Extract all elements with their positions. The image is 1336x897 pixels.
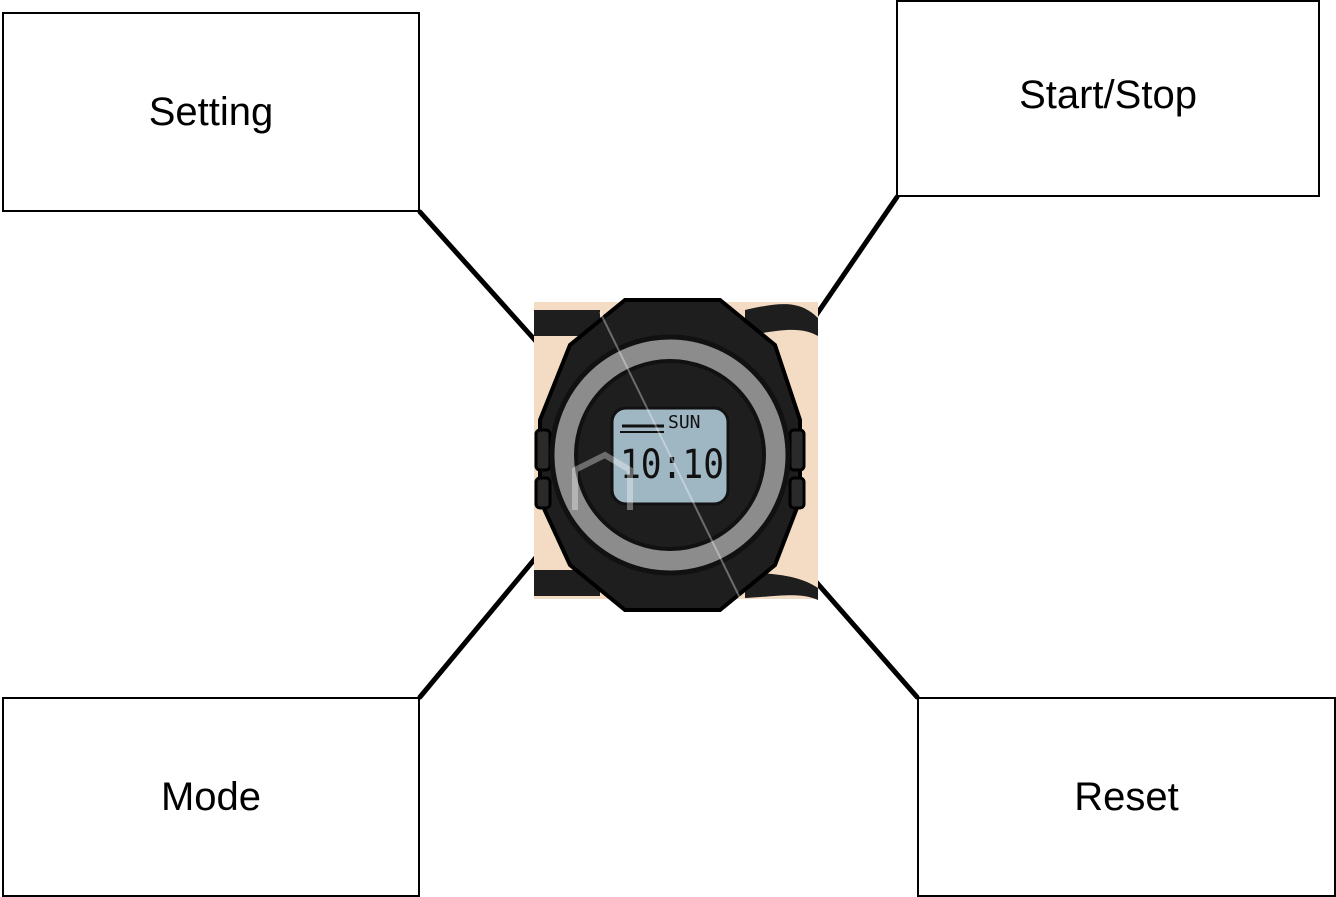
connector-mode: [420, 543, 548, 697]
watch-button-upper-right: [790, 430, 804, 470]
setting-label-box: Setting: [2, 12, 420, 212]
setting-label: Setting: [149, 90, 274, 135]
watch-button-lower-right: [790, 478, 804, 508]
watch-day: SUN: [668, 412, 701, 433]
watch-button-lower-left: [536, 478, 550, 508]
start-stop-label-box: Start/Stop: [896, 0, 1320, 197]
mode-label: Mode: [161, 775, 261, 820]
mode-label-box: Mode: [2, 697, 420, 897]
watch-illustration: SUN 10:10: [534, 300, 818, 610]
watch-time: 10:10: [620, 442, 724, 488]
start-stop-label: Start/Stop: [1019, 73, 1197, 118]
watch-button-upper-left: [536, 430, 550, 470]
reset-label-box: Reset: [917, 697, 1336, 897]
reset-label: Reset: [1074, 775, 1179, 820]
